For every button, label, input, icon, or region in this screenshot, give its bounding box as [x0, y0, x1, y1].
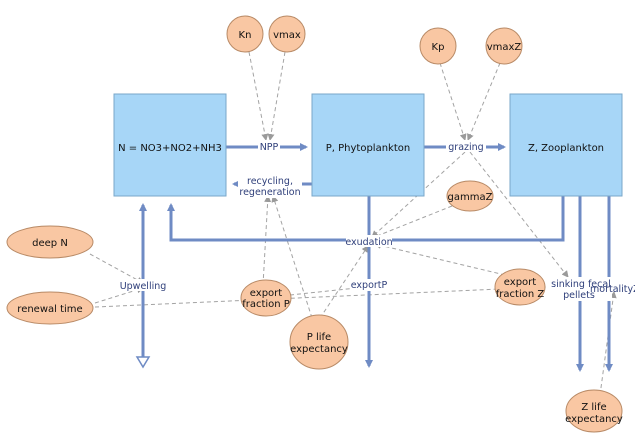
variable-vmaxz-label: vmaxZ	[487, 42, 522, 53]
stock-zooplankton-label: Z, Zooplankton	[528, 143, 604, 154]
link-vmaxz-grazing	[467, 62, 501, 141]
variable-renewal-time[interactable]: renewal time	[6, 291, 94, 325]
variable-export-fraction-p[interactable]: export fraction P	[240, 279, 292, 317]
variable-deep-n[interactable]: deep N	[6, 225, 94, 259]
upwelling-cloud-arrow	[135, 356, 151, 369]
variable-deep-n-label: deep N	[32, 238, 68, 249]
flow-upwelling-label[interactable]: Upwelling	[120, 281, 167, 292]
variable-export-fraction-z-label-line1: export	[504, 277, 536, 288]
variable-export-fraction-p-label-line2: fraction P	[242, 299, 290, 310]
flow-exudation	[167, 196, 565, 242]
link-kn-npp	[248, 51, 269, 141]
influence-links	[89, 51, 617, 396]
flow-npp-label[interactable]: NPP	[260, 142, 279, 153]
stock-nitrogen-label: N = NO3+NO2+NH3	[118, 143, 222, 154]
variable-kp-label: Kp	[432, 42, 445, 53]
flow-recycling-label-line2: regeneration	[239, 187, 300, 198]
variable-p-life-expectancy[interactable]: P life expectancy	[289, 314, 349, 370]
variable-kn-label: Kn	[239, 30, 252, 41]
link-export-z-exudation	[374, 241, 506, 276]
flow-export-p-label[interactable]: exportP	[351, 280, 388, 291]
variable-p-life-expectancy-label-line1: P life	[307, 332, 331, 343]
stock-nitrogen[interactable]: N = NO3+NO2+NH3	[113, 93, 227, 197]
flow-exudation-label[interactable]: exudation	[345, 237, 392, 248]
link-p-life-recycling	[271, 195, 313, 319]
link-vmax-npp	[267, 51, 286, 141]
variable-z-life-expectancy[interactable]: Z life expectancy	[565, 389, 623, 433]
variable-export-fraction-p-label-line1: export	[250, 288, 282, 299]
variable-export-fraction-z[interactable]: export fraction Z	[494, 268, 546, 306]
link-deep-n-upwelling	[89, 253, 144, 284]
link-z-life-mortality	[599, 291, 617, 396]
variable-z-life-expectancy-label-line2: expectancy	[565, 414, 623, 425]
variable-z-life-expectancy-label-line1: Z life	[581, 402, 606, 413]
stock-zooplankton[interactable]: Z, Zooplankton	[509, 93, 623, 197]
flow-labels: NPP grazing recycling, regeneration exud…	[120, 140, 635, 301]
variable-vmax-label: vmax	[273, 30, 301, 41]
variable-vmaxz[interactable]: vmaxZ	[485, 27, 523, 65]
link-renewal-sinking	[94, 283, 546, 308]
variable-p-life-expectancy-label-line2: expectancy	[290, 344, 348, 355]
link-grazing-sinking	[469, 151, 569, 278]
variable-gammaz-label: gammaZ	[448, 192, 493, 203]
link-kp-grazing	[439, 62, 467, 141]
variable-renewal-time-label: renewal time	[17, 304, 82, 315]
flow-sinking-label-line2: pellets	[563, 290, 595, 301]
variable-export-fraction-z-label-line2: fraction Z	[496, 289, 545, 300]
flow-mortality-label[interactable]: mortalityZ	[590, 284, 635, 295]
flow-sinking-label-line1[interactable]: sinking fecal	[551, 279, 611, 290]
variable-vmax[interactable]: vmax	[268, 15, 306, 53]
stock-phytoplankton[interactable]: P, Phytoplankton	[311, 93, 425, 197]
link-p-life-exudation	[319, 245, 369, 319]
link-renewal-upwelling	[94, 286, 144, 304]
link-gammaz-exudation	[371, 205, 453, 240]
variable-kn[interactable]: Kn	[226, 15, 264, 53]
variable-gammaz[interactable]: gammaZ	[446, 180, 494, 212]
flow-recycling-label-line1[interactable]: recycling,	[247, 176, 293, 187]
flow-grazing-label[interactable]: grazing	[448, 142, 483, 153]
variable-kp[interactable]: Kp	[419, 27, 457, 65]
stock-phytoplankton-label: P, Phytoplankton	[326, 143, 410, 154]
